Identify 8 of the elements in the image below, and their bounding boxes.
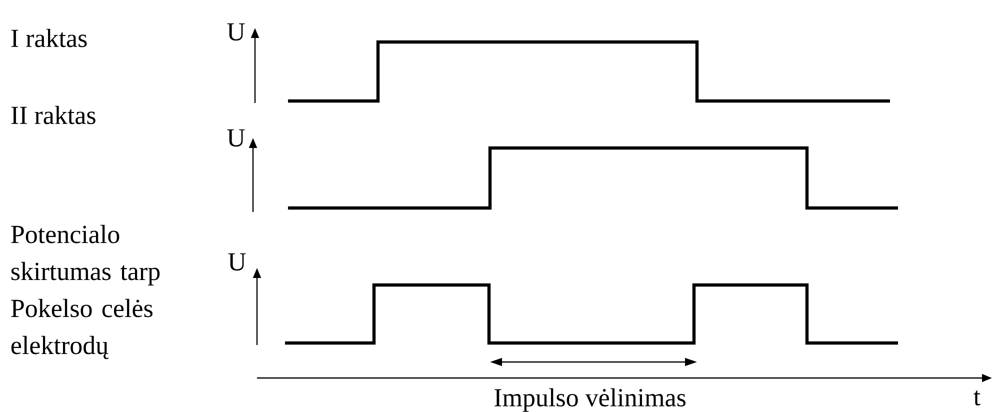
signal-label: II raktas — [11, 106, 96, 124]
axis-label: U — [228, 253, 246, 271]
signal-label: Potencialo skirtumas tarp Pokelso celės elektrodų — [11, 224, 160, 360]
axis-label: t — [974, 390, 980, 406]
axis-label: U — [227, 23, 245, 41]
axis-label: U — [227, 129, 245, 147]
signal-label: I raktas — [11, 28, 87, 48]
dimension-label: Impulso vėlinimas — [494, 388, 686, 412]
